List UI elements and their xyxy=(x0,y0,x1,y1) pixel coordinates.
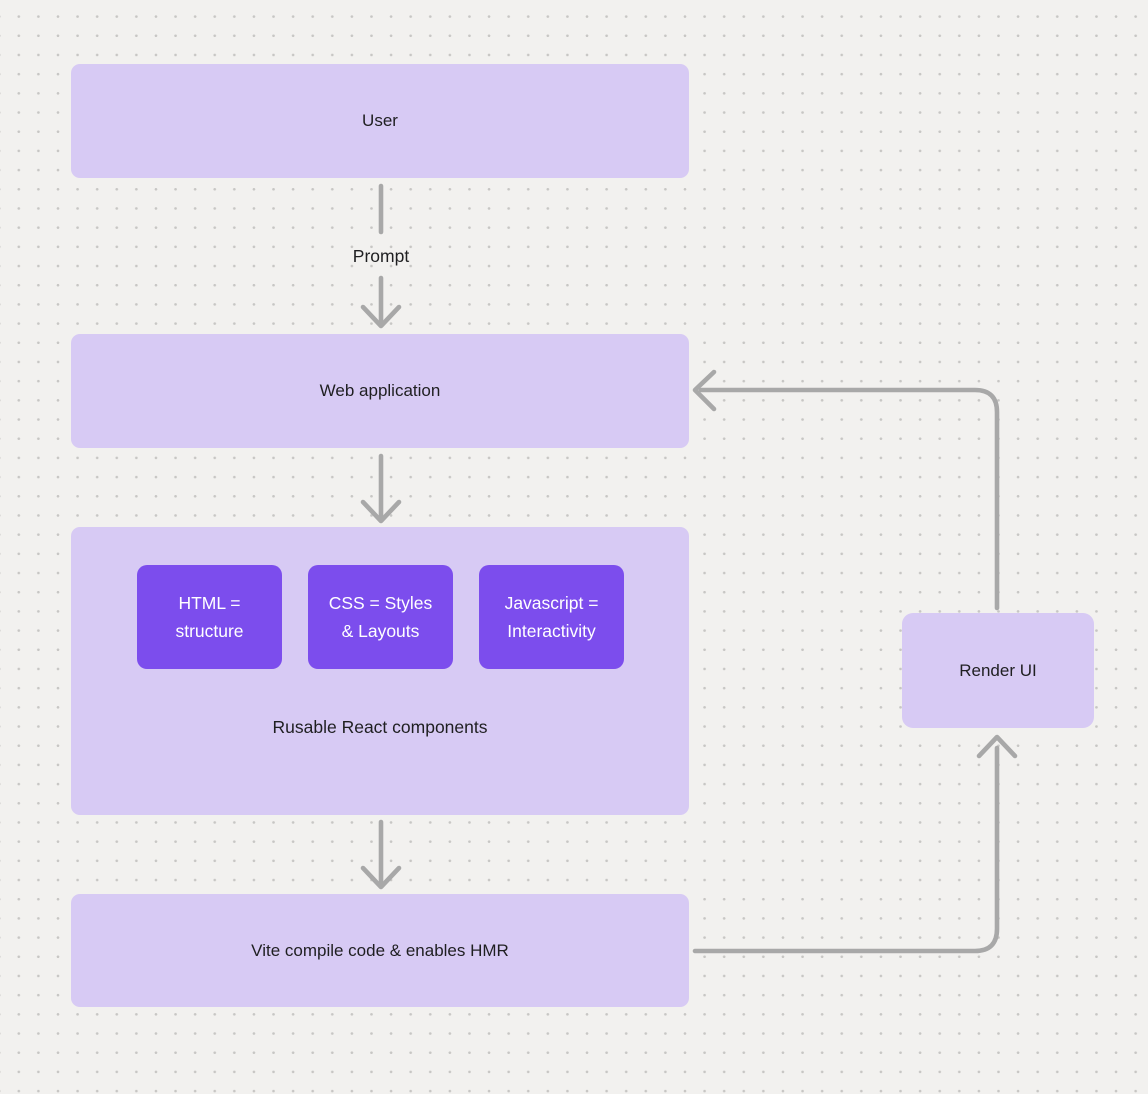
chip-html-label: HTML = structure xyxy=(175,593,244,641)
node-components-group[interactable]: HTML = structure CSS = Styles & Layouts … xyxy=(71,527,689,815)
node-render-ui[interactable]: Render UI xyxy=(902,613,1094,728)
components-group-caption: Rusable React components xyxy=(272,717,488,737)
edge-vite-to-render-line xyxy=(692,745,1000,954)
chip-html[interactable]: HTML = structure xyxy=(137,565,282,669)
edge-render-to-webapp-line xyxy=(698,387,1000,611)
chip-css-label: CSS = Styles & Layouts xyxy=(328,593,433,641)
arrowhead-up-render-icon xyxy=(976,734,1018,759)
chip-css[interactable]: CSS = Styles & Layouts xyxy=(308,565,453,669)
node-user[interactable]: User xyxy=(71,64,689,178)
components-chip-row: HTML = structure CSS = Styles & Layouts … xyxy=(137,565,624,669)
arrowhead-down-vite-icon xyxy=(360,865,402,890)
chip-javascript[interactable]: Javascript = Interactivity xyxy=(479,565,624,669)
node-user-label: User xyxy=(362,111,398,130)
edge-label-prompt: Prompt xyxy=(352,246,410,266)
node-web-application[interactable]: Web application xyxy=(71,334,689,448)
arrowhead-down-webapp-icon xyxy=(360,304,402,329)
arrowhead-left-webapp-icon xyxy=(692,369,717,412)
node-web-application-label: Web application xyxy=(319,381,441,400)
chip-javascript-label: Javascript = Interactivity xyxy=(504,593,599,641)
node-render-ui-label: Render UI xyxy=(959,660,1037,680)
node-vite-label: Vite compile code & enables HMR xyxy=(251,940,509,960)
node-vite[interactable]: Vite compile code & enables HMR xyxy=(71,894,689,1007)
arrowhead-down-components-icon xyxy=(360,499,402,524)
